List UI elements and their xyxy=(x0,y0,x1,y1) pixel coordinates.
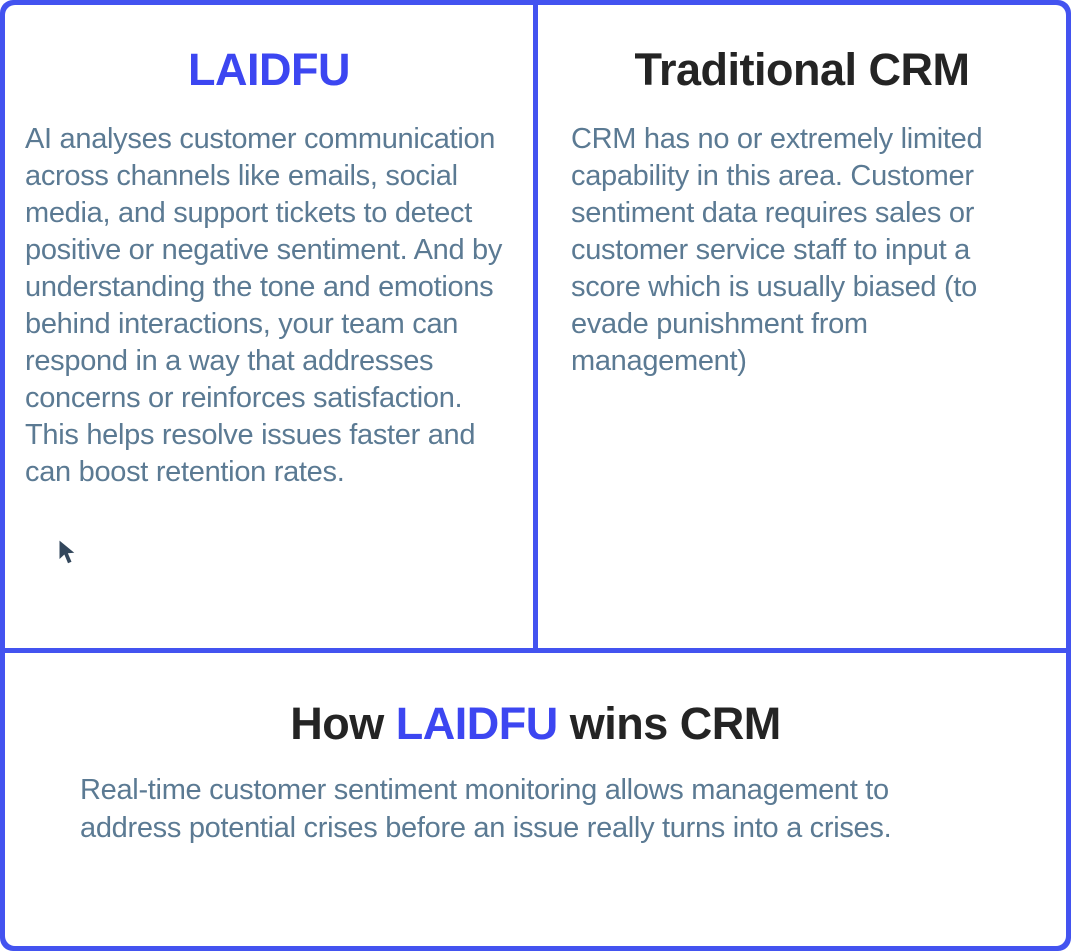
summary-heading-suffix: wins CRM xyxy=(557,698,782,749)
laidfu-title: LAIDFU xyxy=(188,44,350,95)
summary-heading-brand: LAIDFU xyxy=(395,698,558,749)
laidfu-column: LAIDFU AI analyses customer communicatio… xyxy=(5,5,533,648)
traditional-crm-description: CRM has no or extremely limited capabili… xyxy=(571,123,983,377)
laidfu-description: AI analyses customer communication acros… xyxy=(25,123,503,488)
summary-description: Real-time customer sentiment monitoring … xyxy=(80,773,892,844)
summary-row: How LAIDFU wins CRM Real-time customer s… xyxy=(5,653,1066,946)
traditional-crm-title: Traditional CRM xyxy=(634,44,970,95)
traditional-crm-column: Traditional CRM CRM has no or extremely … xyxy=(538,5,1066,648)
summary-heading-prefix: How xyxy=(290,698,396,749)
summary-heading: How LAIDFU wins CRM xyxy=(5,699,1066,749)
